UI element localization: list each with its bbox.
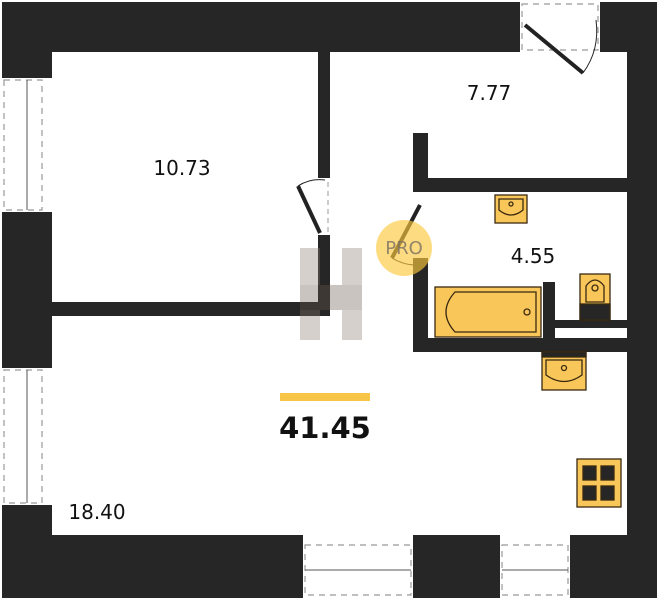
window-sashes xyxy=(26,80,568,571)
room-area-bedroom: 10.73 xyxy=(153,156,211,180)
right-wall xyxy=(627,2,657,598)
total-area: 41.45 xyxy=(279,411,371,445)
doors xyxy=(296,19,598,266)
window-left-top xyxy=(3,79,43,211)
left-wall-top xyxy=(2,2,52,78)
partition-horizontal xyxy=(52,302,330,316)
window-left-bottom xyxy=(3,369,43,504)
bottom-wall-left xyxy=(2,535,303,598)
bedroom-door xyxy=(296,185,322,234)
stove-icon xyxy=(576,458,622,508)
toilet-icon xyxy=(579,273,611,321)
left-wall-mid xyxy=(2,212,52,368)
bottom-wall-mid xyxy=(413,535,500,598)
windows xyxy=(3,3,599,596)
bottom-wall-right xyxy=(570,535,657,598)
sink-kitchen-icon xyxy=(541,351,587,391)
watermark-logo xyxy=(300,248,362,340)
partition-upper xyxy=(318,42,330,178)
room-area-living: 18.40 xyxy=(68,500,126,524)
top-wall xyxy=(2,2,520,52)
bathtub-icon xyxy=(434,286,542,338)
bath-wall-upper xyxy=(413,133,428,189)
bath-shelf xyxy=(555,320,627,328)
bath-wall-bottom xyxy=(413,338,627,352)
partition-lower xyxy=(318,235,330,316)
entrance-door xyxy=(523,23,585,75)
sink-bathroom-icon xyxy=(494,194,528,224)
fixtures xyxy=(434,194,622,508)
room-area-hallway: 7.77 xyxy=(466,81,512,105)
total-area-bar xyxy=(280,393,370,401)
room-area-bathroom: 4.55 xyxy=(510,244,556,268)
bath-inner-wall xyxy=(543,282,555,342)
bath-wall-lower xyxy=(413,258,428,352)
bath-wall-top xyxy=(413,178,627,192)
watermark-badge: PRO xyxy=(376,220,432,276)
entrance-door-opening xyxy=(521,3,599,51)
